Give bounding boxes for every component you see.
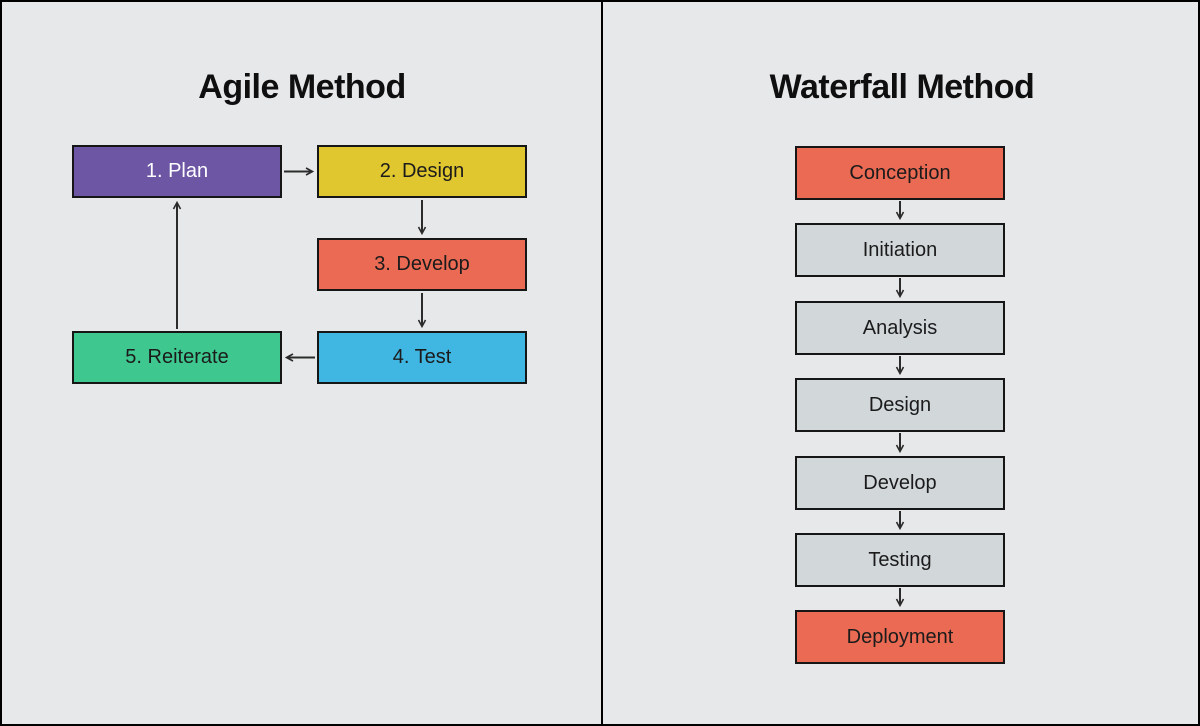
waterfall-node-design: Design: [795, 378, 1005, 432]
agile-node-test: 4. Test: [317, 331, 527, 384]
agile-node-plan: 1. Plan: [72, 145, 282, 198]
waterfall-node-analysis: Analysis: [795, 301, 1005, 355]
waterfall-node-deployment: Deployment: [795, 610, 1005, 664]
agile-node-design: 2. Design: [317, 145, 527, 198]
waterfall-node-initiation: Initiation: [795, 223, 1005, 277]
agile-node-reiterate: 5. Reiterate: [72, 331, 282, 384]
waterfall-title: Waterfall Method: [769, 68, 1035, 106]
panel-divider: [601, 2, 603, 724]
agile-title: Agile Method: [198, 68, 406, 106]
agile-node-develop: 3. Develop: [317, 238, 527, 291]
waterfall-node-develop: Develop: [795, 456, 1005, 510]
waterfall-node-testing: Testing: [795, 533, 1005, 587]
waterfall-node-conception: Conception: [795, 146, 1005, 200]
